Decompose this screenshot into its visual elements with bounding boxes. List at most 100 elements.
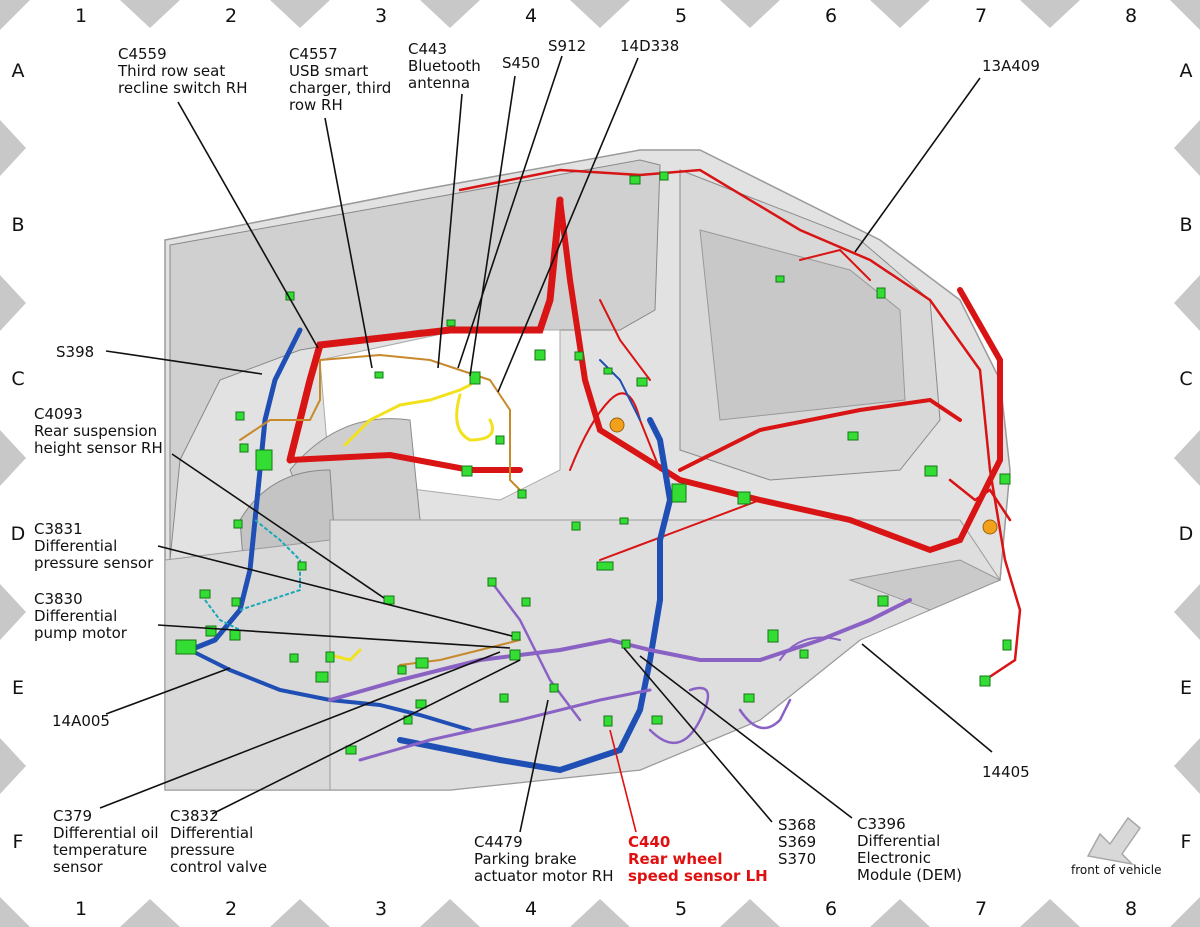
grid-row-left-e: E — [11, 677, 24, 699]
callout-s369-id: S369 — [778, 833, 817, 851]
callout-c443-line3: antenna — [408, 74, 471, 92]
grid-column-bottom-7: 7 — [974, 898, 988, 920]
callout-c4479: C4479 Parking brake actuator motor RH — [474, 834, 614, 885]
callout-c4557-line4: row RH — [289, 96, 343, 114]
grid-column-bottom-2: 2 — [224, 898, 238, 920]
grid-row-right-e: E — [1179, 677, 1192, 699]
callout-c4557-id: C4557 — [289, 45, 338, 63]
callout-s398-id: S398 — [56, 343, 95, 361]
grid-column-top-3: 3 — [374, 5, 388, 27]
grid-row-left-f: F — [12, 831, 24, 853]
callout-c3832-id: C3832 — [170, 807, 219, 825]
grid-column-top-4: 4 — [524, 5, 538, 27]
grid-column-bottom-6: 6 — [824, 898, 838, 920]
grid-column-top-2: 2 — [224, 5, 238, 27]
c440-leader-line — [609, 729, 637, 833]
harness-yellow — [328, 383, 494, 662]
callout-14405-id: 14405 — [982, 763, 1030, 781]
callout-c4557: C4557 USB smart charger, third row RH — [289, 46, 391, 114]
grid-column-bottom-4: 4 — [524, 898, 538, 920]
callout-c4093: C4093 Rear suspension height sensor RH — [34, 406, 163, 457]
grid-row-right-c: C — [1179, 368, 1193, 390]
callout-c3832: C3832 Differential pressure control valv… — [170, 808, 267, 876]
callout-c3831: C3831 Differential pressure sensor — [34, 521, 153, 572]
callout-c3831-id: C3831 — [34, 520, 83, 538]
callout-c440-line2: Rear wheel — [628, 850, 723, 868]
callout-c3832-line2: Differential — [170, 824, 254, 842]
callout-c4559: C4559 Third row seat recline switch RH — [118, 46, 248, 97]
callout-s368-s369-s370: S368 S369 S370 — [778, 817, 816, 868]
grid-row-right-d: D — [1178, 523, 1194, 545]
callout-c4557-line2: USB smart — [289, 62, 369, 80]
callout-14a005: 14A005 — [52, 713, 110, 730]
callout-s370-id: S370 — [778, 850, 817, 868]
callout-s450-id: S450 — [502, 54, 541, 72]
grid-column-top-7: 7 — [974, 5, 988, 27]
callout-13a409: 13A409 — [982, 58, 1040, 75]
harness-red-13a409 — [286, 168, 1022, 682]
grid-column-top-5: 5 — [674, 5, 688, 27]
callout-14405: 14405 — [982, 764, 1030, 781]
callout-s398: S398 — [56, 344, 94, 361]
callout-c440-id: C440 — [628, 833, 671, 851]
callout-s912: S912 — [548, 38, 586, 55]
callout-c379-id: C379 — [53, 807, 93, 825]
callout-c3396-line4: Module (DEM) — [857, 866, 962, 884]
leader-lines — [99, 55, 993, 833]
callout-c4093-line3: height sensor RH — [34, 439, 163, 457]
callout-c3396-line2: Differential — [857, 832, 941, 850]
callout-14d338-id: 14D338 — [620, 37, 680, 55]
callout-c4559-line2: Third row seat — [118, 62, 226, 80]
grid-column-bottom-5: 5 — [674, 898, 688, 920]
harness-teal — [204, 519, 301, 631]
callout-c4093-id: C4093 — [34, 405, 83, 423]
callout-c4093-line2: Rear suspension — [34, 422, 158, 440]
callout-c4559-id: C4559 — [118, 45, 167, 63]
callout-c3396-line3: Electronic — [857, 849, 931, 867]
callout-c443: C443 Bluetooth antenna — [408, 41, 481, 92]
callout-c3831-line3: pressure sensor — [34, 554, 154, 572]
callout-c379-line3: temperature — [53, 841, 148, 859]
callout-13a409-id: 13A409 — [982, 57, 1040, 75]
callout-c3831-line2: Differential — [34, 537, 118, 555]
callout-c3832-line4: control valve — [170, 858, 268, 876]
callout-c4479-line3: actuator motor RH — [474, 867, 614, 885]
callout-14a005-id: 14A005 — [52, 712, 110, 730]
callout-c3830-line2: Differential — [34, 607, 118, 625]
connectors — [175, 171, 1012, 755]
callout-c4479-line2: Parking brake — [474, 850, 577, 868]
callout-c379: C379 Differential oil temperature sensor — [53, 808, 159, 876]
grid-column-bottom-3: 3 — [374, 898, 388, 920]
grid-row-right-a: A — [1179, 60, 1193, 82]
callout-s912-id: S912 — [548, 37, 587, 55]
callout-14d338: 14D338 — [620, 38, 679, 55]
callout-c440-line3: speed sensor LH — [628, 867, 768, 885]
orange-clips — [609, 417, 998, 535]
callout-c3396-id: C3396 — [857, 815, 906, 833]
grid-row-left-a: A — [11, 60, 25, 82]
front-arrow-icon — [1086, 816, 1142, 866]
front-of-vehicle-label: front of vehicle — [1071, 863, 1162, 877]
callout-c4557-line3: charger, third — [289, 79, 392, 97]
callout-c3396: C3396 Differential Electronic Module (DE… — [857, 816, 962, 884]
callout-c4479-id: C4479 — [474, 833, 523, 851]
callout-c3830: C3830 Differential pump motor — [34, 591, 127, 642]
grid-row-left-d: D — [10, 523, 26, 545]
callout-c3832-line3: pressure — [170, 841, 235, 859]
callout-s368-id: S368 — [778, 816, 817, 834]
grid-column-bottom-1: 1 — [74, 898, 88, 920]
grid-row-right-f: F — [1180, 831, 1192, 853]
grid-column-bottom-8: 8 — [1124, 898, 1138, 920]
callout-c443-id: C443 — [408, 40, 448, 58]
callout-c3830-line3: pump motor — [34, 624, 127, 642]
callout-s450: S450 — [502, 55, 540, 72]
grid-column-top-6: 6 — [824, 5, 838, 27]
grid-column-top-8: 8 — [1124, 5, 1138, 27]
grid-column-top-1: 1 — [74, 5, 88, 27]
harness-purple-14405 — [328, 578, 912, 762]
callout-c440: C440 Rear wheel speed sensor LH — [628, 834, 768, 885]
callout-c3830-id: C3830 — [34, 590, 83, 608]
callout-c443-line2: Bluetooth — [408, 57, 481, 75]
